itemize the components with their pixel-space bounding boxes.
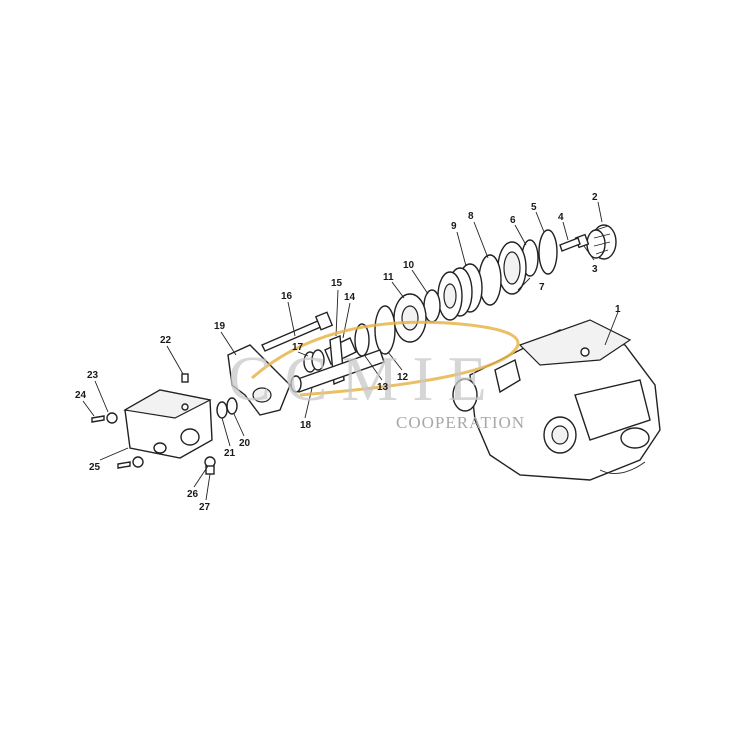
callout-27: 27 (199, 502, 211, 513)
callout-24: 24 (75, 390, 87, 401)
callout-18: 18 (300, 420, 312, 431)
callout-8: 8 (468, 211, 474, 222)
callout-25: 25 (89, 462, 101, 473)
callout-21: 21 (224, 448, 236, 459)
callout-10: 10 (403, 260, 415, 271)
callout-19: 19 (214, 321, 226, 332)
part-9-disc-stack (437, 263, 483, 321)
watermark: CCMIE COOPERATION (228, 320, 525, 432)
callout-17: 17 (292, 342, 304, 353)
part-2-gear (586, 224, 617, 260)
callout-20: 20 (239, 438, 251, 449)
callout-3: 3 (592, 264, 598, 275)
part-21-ring (216, 401, 228, 419)
callout-13: 13 (377, 382, 389, 393)
part-25-valve-body (123, 389, 213, 459)
part-1-housing (452, 319, 661, 481)
part-4-shaft (559, 237, 581, 252)
watermark-swoosh (251, 320, 520, 397)
part-16-bolt (261, 311, 334, 352)
callout-12: 12 (397, 372, 409, 383)
callout-14: 14 (344, 292, 356, 303)
watermark-subtitle: COOPERATION (396, 413, 525, 432)
callout-16: 16 (281, 291, 293, 302)
part-8-ring (478, 254, 502, 306)
callout-1: 1 (615, 304, 621, 315)
callout-6: 6 (510, 215, 516, 226)
callout-11: 11 (383, 272, 394, 283)
callout-26: 26 (187, 489, 199, 500)
part-12-o-ring (374, 305, 396, 355)
callout-9: 9 (451, 221, 457, 232)
part-24-pin (91, 415, 105, 423)
callout-23: 23 (87, 370, 99, 381)
part-18-long-shaft (290, 349, 385, 393)
part-25-lower-nut (117, 456, 144, 469)
part-7-bearing (497, 241, 527, 295)
callout-5: 5 (531, 202, 537, 213)
part-19-bracket (227, 344, 291, 416)
callout-7: 7 (539, 282, 545, 293)
part-11-piston (393, 293, 427, 343)
watermark-brand: CCMIE (228, 343, 501, 414)
leader-lines (82, 201, 619, 501)
part-23-nut (106, 412, 118, 424)
callout-2: 2 (592, 192, 598, 203)
callout-labels: 1 2 3 4 5 6 7 8 9 10 11 12 13 14 15 16 1… (75, 192, 621, 513)
callout-22: 22 (160, 335, 172, 346)
callout-4: 4 (558, 212, 564, 223)
part-5-snap-ring (538, 229, 558, 275)
part-17-bushing (303, 349, 325, 373)
callout-15: 15 (331, 278, 343, 289)
part-22-plug (181, 373, 189, 383)
